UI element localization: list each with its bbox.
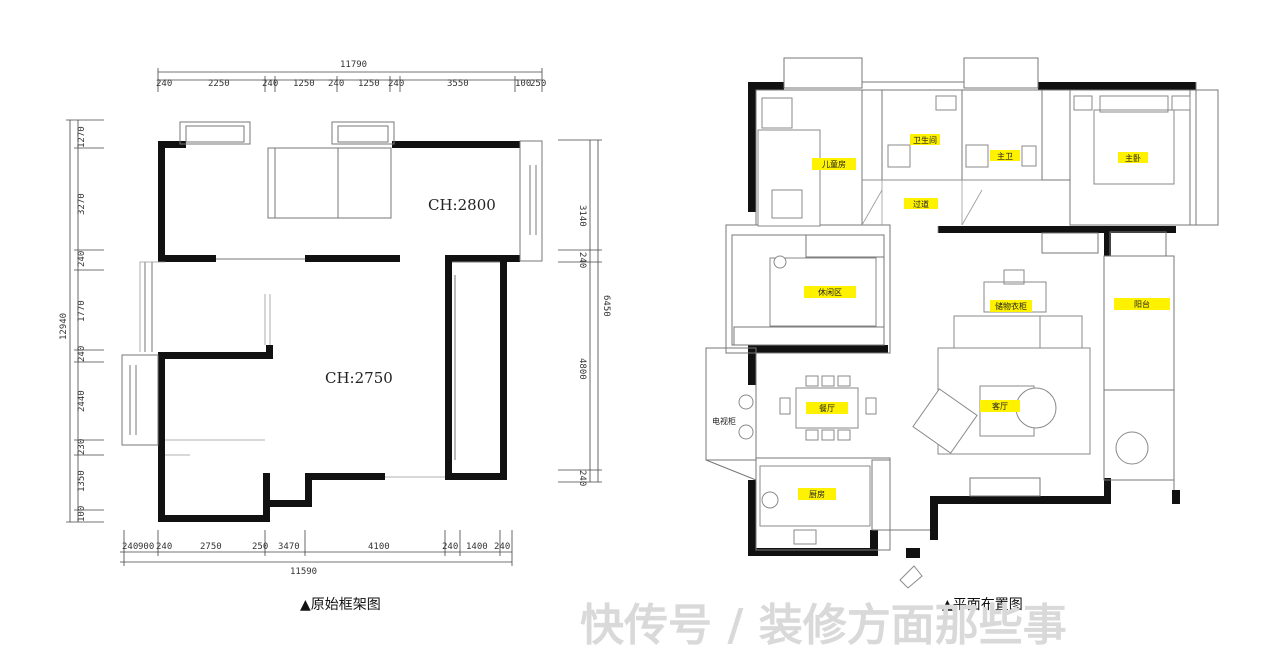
dim-bottom-3: 240 <box>156 542 172 552</box>
thin-lines-right <box>705 57 1219 551</box>
room-label-master-bath: 主卫 <box>997 151 1013 161</box>
dim-bottom-7: 4100 <box>368 542 390 552</box>
dim-left-total: 12940 <box>59 313 69 340</box>
room-label-kids-room: 儿童房 <box>822 159 846 169</box>
dim-top-10: 250 <box>530 79 546 89</box>
dim-top-5: 240 <box>328 79 344 89</box>
dim-right-4: 240 <box>577 470 587 486</box>
dim-right-3: 4800 <box>577 358 587 380</box>
dim-bottom-8: 240 <box>442 542 458 552</box>
right-dimensions: 3140 240 4800 240 6450 <box>558 139 611 486</box>
dim-top-3: 240 <box>262 79 278 89</box>
dim-top-1: 240 <box>156 79 172 89</box>
dim-top-4: 1250 <box>293 79 315 89</box>
layout-plan: 儿童房 卫生间 主卫 主卧 过道 休闲区 阳台 储物衣柜 餐厅 客厅 厨房 电视… <box>705 57 1219 613</box>
room-label-storage: 储物衣柜 <box>995 301 1027 311</box>
dim-left-3: 240 <box>77 251 87 267</box>
dim-right-1: 3140 <box>577 205 587 227</box>
bottom-dimensions: 11590 240 900 240 2750 250 3470 4100 240… <box>120 530 513 577</box>
dim-bottom-1: 240 <box>122 542 138 552</box>
room-label-leisure-area: 休闲区 <box>818 287 842 297</box>
furniture <box>738 95 1191 589</box>
layout-plan-caption: ▲平面布置图 <box>942 597 1023 613</box>
ceiling-height-upper: CH:2800 <box>428 196 496 214</box>
dim-left-7: 230 <box>77 439 87 455</box>
walls-left <box>158 141 520 522</box>
dim-left-4: 1770 <box>77 300 87 322</box>
dim-left-2: 3270 <box>77 193 87 215</box>
room-label-living: 客厅 <box>992 401 1008 411</box>
dim-top-total: 11790 <box>340 60 367 70</box>
thin-lines-left <box>121 121 543 478</box>
top-dimensions: 11790 240 2250 240 1250 240 1250 240 355… <box>156 60 546 92</box>
dim-left-8: 1350 <box>77 470 87 492</box>
room-label-tv-cabinet: 电视柜 <box>712 416 736 426</box>
dim-top-7: 240 <box>388 79 404 89</box>
left-dimensions: 12940 1270 3270 240 1770 240 2440 230 13… <box>59 119 104 523</box>
dim-top-9: 100 <box>515 79 531 89</box>
dim-left-5: 240 <box>77 346 87 362</box>
dim-bottom-9: 1400 <box>466 542 488 552</box>
dim-top-2: 2250 <box>208 79 230 89</box>
dim-right-2: 240 <box>577 252 587 268</box>
watermark: 快传号 / 装修方面那些事 <box>580 600 1067 651</box>
dim-top-6: 1250 <box>358 79 380 89</box>
dim-bottom-5: 250 <box>252 542 268 552</box>
original-frame-caption: ▲原始框架图 <box>300 597 381 613</box>
dim-right-total: 6450 <box>601 295 611 317</box>
original-frame-plan: 11790 240 2250 240 1250 240 1250 240 355… <box>59 60 611 613</box>
room-tags: 儿童房 卫生间 主卫 主卧 过道 休闲区 阳台 储物衣柜 餐厅 客厅 厨房 电视… <box>712 134 1170 500</box>
dim-bottom-4: 2750 <box>200 542 222 552</box>
room-label-master-bedroom: 主卧 <box>1125 153 1141 163</box>
walls-right <box>748 82 1196 556</box>
room-label-bathroom: 卫生间 <box>913 135 937 145</box>
ceiling-height-lower: CH:2750 <box>325 369 393 387</box>
dim-bottom-2: 900 <box>138 542 154 552</box>
dim-bottom-10: 240 <box>494 542 510 552</box>
room-label-dining: 餐厅 <box>819 404 835 413</box>
dim-left-6: 2440 <box>77 390 87 412</box>
dim-left-9: 100 <box>77 506 87 522</box>
room-label-balcony: 阳台 <box>1134 299 1150 309</box>
dim-left-1: 1270 <box>77 126 87 148</box>
room-label-corridor: 过道 <box>913 199 929 209</box>
dim-bottom-6: 3470 <box>278 542 300 552</box>
dim-bottom-total: 11590 <box>290 567 317 577</box>
dim-top-8: 3550 <box>447 79 469 89</box>
room-label-kitchen: 厨房 <box>809 489 825 499</box>
